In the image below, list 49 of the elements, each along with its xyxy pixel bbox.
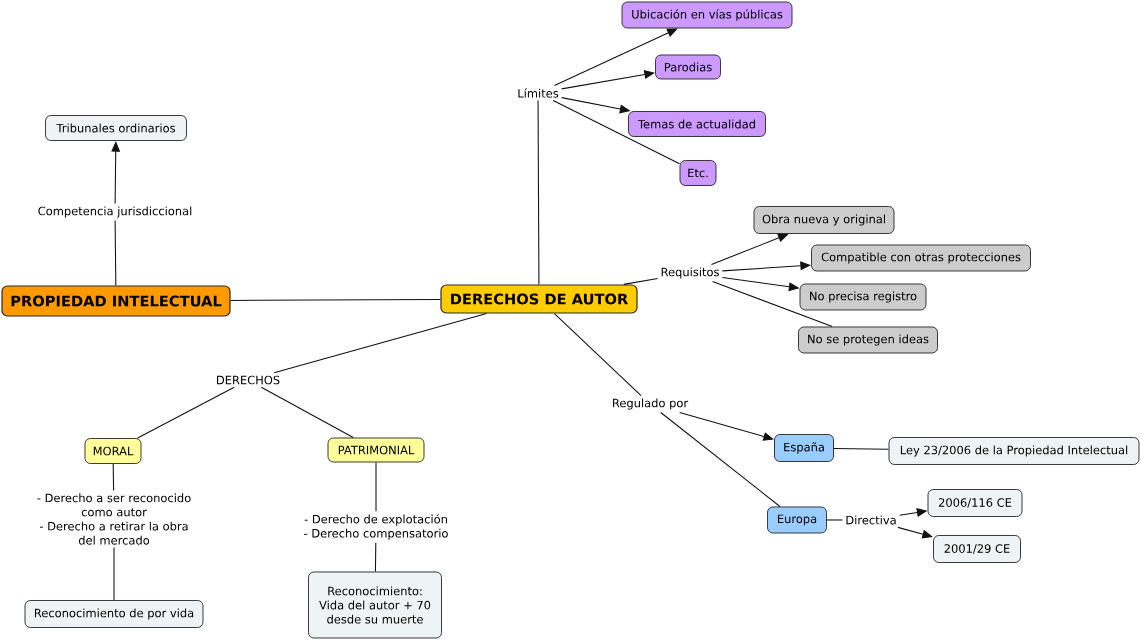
concept-box: Obra nueva y original xyxy=(753,206,895,234)
connector-line xyxy=(833,447,890,450)
arrow xyxy=(561,70,655,90)
concept-box: Temas de actualidad xyxy=(628,111,766,137)
concept-box: 2001/29 CE xyxy=(933,535,1021,563)
connector-line xyxy=(112,463,115,491)
connector-line xyxy=(374,542,377,573)
concept-box: Tribunales ordinarios xyxy=(45,115,187,141)
concept-box: Ley 23/2006 de la Propiedad Intelectual xyxy=(888,437,1140,465)
connector-line xyxy=(137,386,235,439)
connector-line xyxy=(553,313,642,397)
concept-box: Europa xyxy=(767,506,827,534)
concept-box: Reconocimiento: Vida del autor + 70 desde su muerte xyxy=(308,571,442,639)
connector-line xyxy=(113,547,115,601)
concept-box: DERECHOS DE AUTOR xyxy=(440,284,638,314)
connector-line xyxy=(260,386,354,439)
connector-line xyxy=(375,461,377,512)
linking-phrase: - Derecho de explotación - Derecho compensatorio xyxy=(304,514,448,540)
concept-box: Etc. xyxy=(679,160,717,186)
linking-phrase: - Derecho a ser reconocido como autor - Derecho a retirar la obra del mercado xyxy=(37,493,191,545)
connector-line xyxy=(623,278,659,285)
concept-box: 2006/116 CE xyxy=(927,489,1023,517)
connector-line xyxy=(826,519,843,521)
arrow xyxy=(553,28,678,86)
connector-line xyxy=(552,100,681,165)
connector-line xyxy=(660,411,781,508)
concept-box: No precisa registro xyxy=(799,283,927,311)
concept-box: Compatible con otras protecciones xyxy=(811,244,1031,272)
connector-line xyxy=(114,219,117,286)
linking-phrase: DERECHOS xyxy=(217,375,280,385)
connector-line xyxy=(273,313,488,374)
arrow xyxy=(897,526,933,539)
connector-line xyxy=(537,100,540,285)
linking-phrase: Regulado por xyxy=(613,398,689,410)
concept-box: Reconocimiento de por vida xyxy=(24,600,204,628)
concept-box: Ubicación en vías públicas xyxy=(621,1,793,29)
concept-box: España xyxy=(774,434,834,462)
arrow xyxy=(679,411,774,441)
concept-box: MORAL xyxy=(84,438,142,464)
concept-box: Parodias xyxy=(655,54,721,80)
arrow xyxy=(721,261,811,272)
linking-phrase: Requisitos xyxy=(661,267,719,279)
linking-phrase: Directiva xyxy=(846,515,896,525)
linking-phrase: Límites xyxy=(518,88,559,98)
concept-box: PATRIMONIAL xyxy=(327,437,425,463)
connector-line xyxy=(230,298,441,301)
concept-box: PROPIEDAD INTELECTUAL xyxy=(1,285,231,317)
linking-phrase: Competencia jurisdiccional xyxy=(38,206,192,218)
concept-box: No se protegen ideas xyxy=(798,326,938,354)
